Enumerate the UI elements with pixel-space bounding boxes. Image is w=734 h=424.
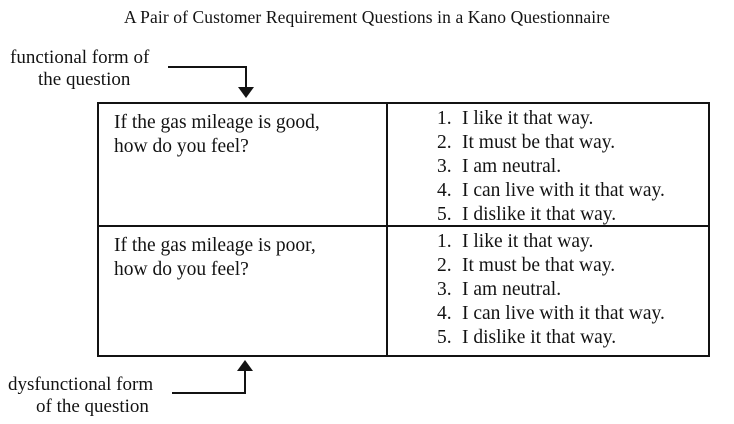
option-item: 5. I dislike it that way. (437, 203, 708, 227)
dysfunctional-question-cell: If the gas mileage is poor, how do you f… (99, 227, 388, 355)
option-item: 4. I can live with it that way. (437, 302, 708, 326)
option-number: 3. (437, 279, 452, 300)
option-number: 5. (437, 204, 452, 225)
down-arrow-icon (238, 87, 254, 98)
option-item: 5. I dislike it that way. (437, 326, 708, 350)
option-text: I dislike it that way. (462, 204, 617, 225)
option-number: 2. (437, 255, 452, 276)
option-number: 2. (437, 132, 452, 153)
option-item: 4. I can live with it that way. (437, 179, 708, 203)
option-number: 4. (437, 303, 452, 324)
functional-options-cell: 1. I like it that way. 2. It must be that … (388, 104, 708, 227)
dysfunctional-options-list: 1. I like it that way. 2. It must be that … (388, 227, 708, 350)
dysfunctional-question-text: If the gas mileage is poor, how do you f… (114, 235, 316, 280)
dysfunctional-form-label: dysfunctional form of the question (8, 374, 153, 418)
option-number: 3. (437, 156, 452, 177)
option-text: I like it that way. (462, 231, 594, 252)
figure-title: A Pair of Customer Requirement Questions… (123, 7, 611, 27)
dysfunctional-connector-horizontal (172, 392, 246, 394)
functional-connector-horizontal (168, 66, 247, 68)
functional-form-label-line2: the question (38, 69, 131, 90)
option-item: 3. I am neutral. (437, 278, 708, 302)
functional-question-cell: If the gas mileage is good, how do you f… (99, 104, 388, 227)
option-item: 2. It must be that way. (437, 254, 708, 278)
option-number: 1. (437, 108, 452, 129)
option-item: 1. I like it that way. (437, 230, 708, 254)
option-number: 4. (437, 180, 452, 201)
option-text: I am neutral. (462, 279, 562, 300)
option-text: I am neutral. (462, 156, 562, 177)
functional-form-label-line1: functional form of (10, 47, 150, 68)
dysfunctional-options-cell: 1. I like it that way. 2. It must be that … (388, 227, 708, 355)
dysfunctional-form-label-line1: dysfunctional form (8, 374, 154, 395)
option-number: 5. (437, 327, 452, 348)
dysfunctional-form-label-line2: of the question (36, 396, 149, 417)
dysfunctional-connector-vertical (244, 370, 246, 394)
functional-connector-vertical (245, 66, 247, 88)
option-text: It must be that way. (462, 255, 616, 276)
option-text: I dislike it that way. (462, 327, 617, 348)
up-arrow-icon (237, 360, 253, 371)
option-item: 2. It must be that way. (437, 131, 708, 155)
option-item: 1. I like it that way. (437, 107, 708, 131)
functional-options-list: 1. I like it that way. 2. It must be that … (388, 104, 708, 227)
kano-question-table: If the gas mileage is good, how do you f… (97, 102, 710, 357)
option-number: 1. (437, 231, 452, 252)
option-text: I like it that way. (462, 108, 594, 129)
option-item: 3. I am neutral. (437, 155, 708, 179)
functional-question-text: If the gas mileage is good, how do you f… (114, 112, 320, 157)
option-text: It must be that way. (462, 132, 616, 153)
option-text: I can live with it that way. (462, 180, 665, 201)
functional-form-label: functional form of the question (10, 47, 149, 91)
option-text: I can live with it that way. (462, 303, 665, 324)
